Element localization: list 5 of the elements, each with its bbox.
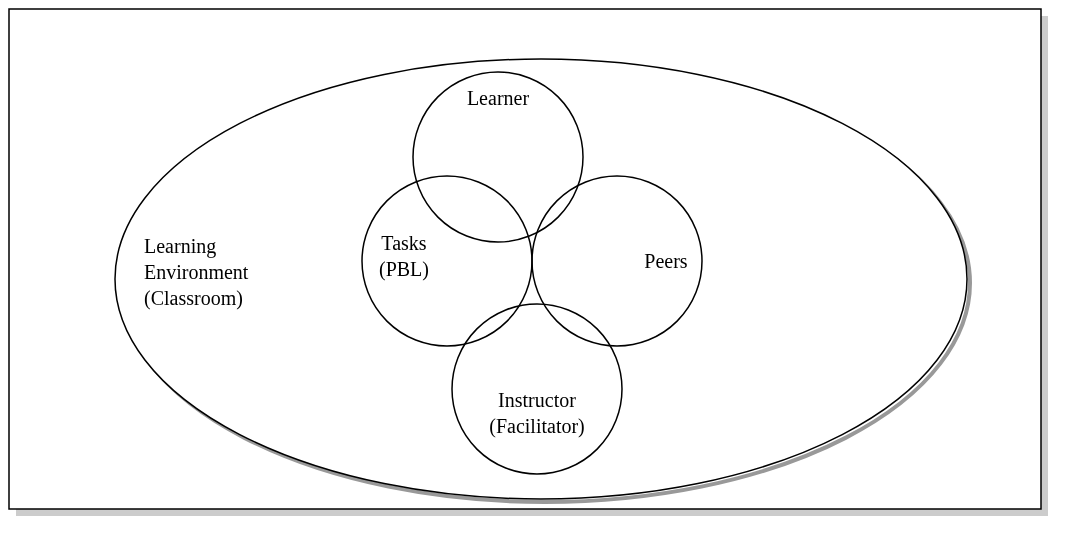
region-label: Instructor (Facilitator) [488,388,586,439]
region-label: Peers [643,249,689,274]
region-label: Tasks (PBL) [378,231,430,282]
region-label: Learning Environment (Classroom) [144,234,250,311]
region-label: Learner [465,86,531,111]
